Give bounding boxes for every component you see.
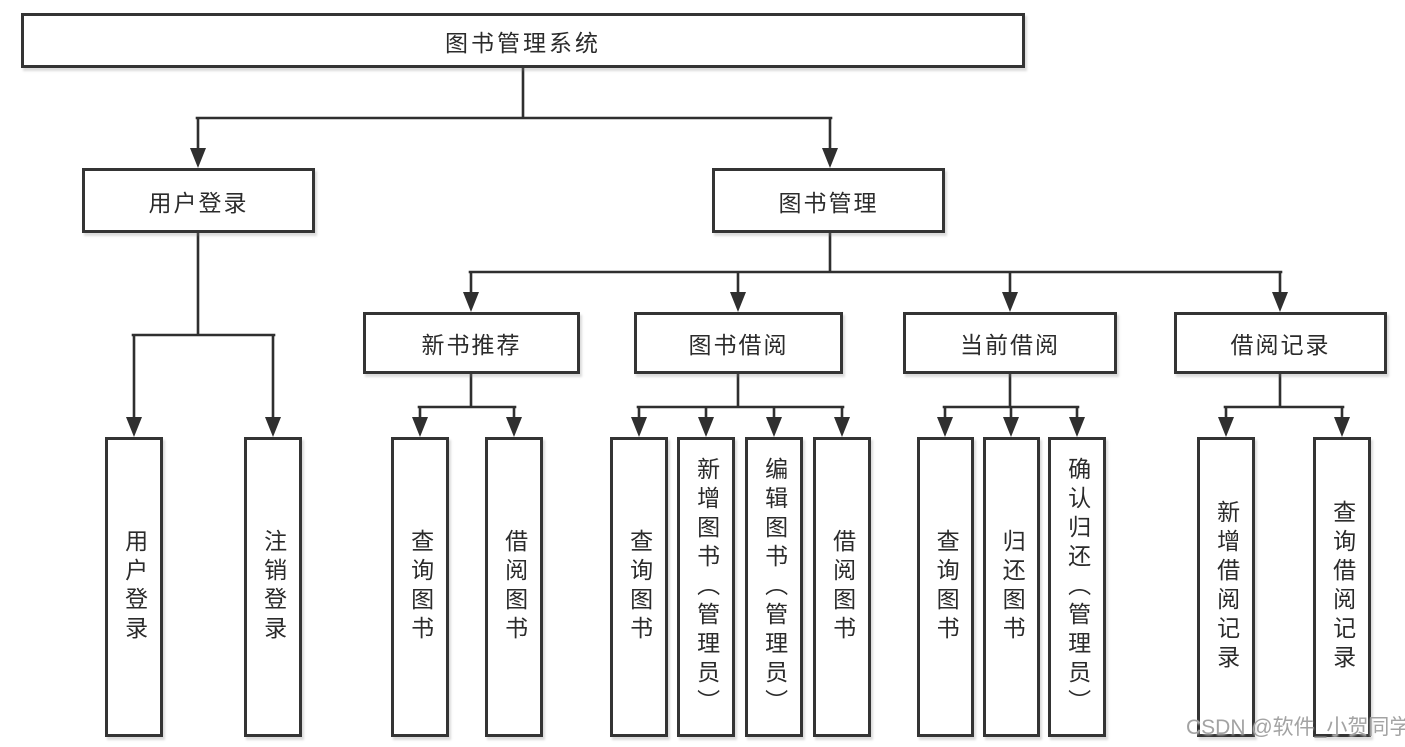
leaf-current-return-books: 归还图书: [983, 437, 1040, 737]
leaf-records-add-record: 新增借阅记录: [1197, 437, 1255, 737]
node-label: 编辑图书（管理员）: [761, 456, 788, 718]
leaf-records-query-record: 查询借阅记录: [1313, 437, 1371, 737]
arrow-down-icon: [1002, 292, 1018, 312]
node-label: 图书管理: [778, 189, 879, 216]
node-label: 新书推荐: [421, 332, 522, 358]
arrow-down-icon: [730, 292, 746, 312]
leaf-borrow-query-books: 查询图书: [610, 437, 668, 737]
node-label: 确认归还（管理员）: [1064, 456, 1091, 718]
arrow-down-icon: [1334, 417, 1350, 437]
arrow-down-icon: [631, 417, 647, 437]
node-label: 查询图书: [407, 529, 434, 645]
node-label: 当前借阅: [960, 332, 1060, 358]
leaf-borrow-edit-books-admin: 编辑图书（管理员）: [745, 437, 803, 737]
node-book-borrow: 图书借阅: [634, 312, 843, 374]
connector-bookmgmt-to-level3: [468, 230, 1283, 298]
node-label: 新增借阅记录: [1213, 500, 1240, 674]
arrow-down-icon: [190, 148, 206, 168]
connector-root-to-level2: [195, 64, 833, 154]
leaf-newbooks-query-books: 查询图书: [391, 437, 449, 737]
node-label: 图书借阅: [688, 332, 789, 358]
node-label: 新增图书（管理员）: [693, 456, 720, 718]
arrow-down-icon: [265, 417, 281, 437]
csdn-watermark: CSDN @软件_小贺同学: [1186, 716, 1405, 739]
arrow-down-icon: [1003, 417, 1019, 437]
arrow-down-icon: [822, 148, 838, 168]
node-label: 查询图书: [933, 529, 960, 645]
connector-userlogin-to-leaves: [131, 230, 276, 423]
arrow-down-icon: [1218, 417, 1234, 437]
arrow-down-icon: [937, 417, 953, 437]
leaf-user-login: 用户登录: [105, 437, 163, 737]
node-label: 借阅图书: [829, 529, 856, 645]
arrow-down-icon: [1069, 417, 1085, 437]
node-label: 用户登录: [148, 189, 249, 216]
arrow-down-icon: [506, 417, 522, 437]
node-new-book-recommend: 新书推荐: [363, 312, 580, 374]
arrow-down-icon: [766, 417, 782, 437]
node-label: 用户登录: [121, 529, 148, 645]
leaf-current-confirm-return-admin: 确认归还（管理员）: [1048, 437, 1106, 737]
leaf-logout: 注销登录: [244, 437, 302, 737]
connector-records-to-leaves: [1223, 371, 1345, 423]
connector-bookborrow-to-leaves: [636, 371, 845, 423]
leaf-borrow-add-books-admin: 新增图书（管理员）: [677, 437, 735, 737]
arrow-down-icon: [698, 417, 714, 437]
leaf-newbooks-borrow-books: 借阅图书: [485, 437, 543, 737]
arrow-down-icon: [412, 417, 428, 437]
node-current-borrow: 当前借阅: [903, 312, 1117, 374]
node-label: 借阅图书: [501, 529, 528, 645]
node-label: 图书管理系统: [445, 29, 601, 56]
node-user-login: 用户登录: [82, 168, 315, 233]
node-label: 归还图书: [999, 529, 1026, 645]
arrow-down-icon: [1272, 292, 1288, 312]
arrow-down-icons: [126, 148, 1350, 437]
node-label: 注销登录: [260, 529, 287, 645]
arrow-down-icon: [463, 292, 479, 312]
node-label: 查询借阅记录: [1329, 500, 1356, 674]
node-label: 查询图书: [626, 529, 653, 645]
node-root-system: 图书管理系统: [21, 13, 1025, 68]
node-book-management: 图书管理: [712, 168, 945, 233]
leaf-current-query-books: 查询图书: [917, 437, 974, 737]
arrow-down-icon: [834, 417, 850, 437]
leaf-borrow-borrow-books: 借阅图书: [813, 437, 871, 737]
node-borrow-records: 借阅记录: [1174, 312, 1387, 374]
connector-currentborrow-to-leaves: [942, 371, 1080, 423]
connector-newbooks-to-leaves: [417, 371, 517, 423]
node-label: 借阅记录: [1230, 332, 1331, 358]
arrow-down-icon: [126, 417, 142, 437]
